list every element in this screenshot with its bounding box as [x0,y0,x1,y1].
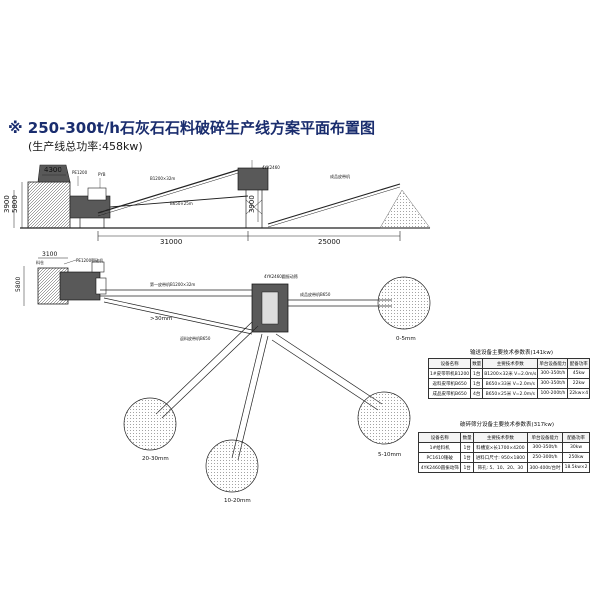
table1-header-row: 设备名称 数量 主要技术参数 单台设备能力 配备功率 [427,358,591,369]
table-cell: 料槽宽×长1700×4200 [472,442,528,453]
table-cell: 1台 [460,452,474,463]
table-cell: 1#给料机 [417,442,462,453]
pile-20-30mm [123,397,177,451]
table1-header: 配备功率 [567,358,591,369]
dim-mid-h: 3900 [248,195,256,213]
table-cell: 30kw [562,442,590,453]
table1-header: 单台设备能力 [537,358,569,369]
table-cell: 成品皮带机B650 [427,388,472,399]
dim-span-a: 31000 [160,238,182,246]
table1-header: 设备名称 [427,358,472,369]
table2-header: 配备功率 [562,432,590,443]
table-row: 成品皮带机B650 4台 B650×25米 V=2.0m/s 100-200t/… [427,388,591,399]
plan-belt-out-d [275,333,383,405]
table-cell: 4YK2460圆振动筛 [417,462,462,473]
table-row: 4YK2460圆振动筛 1台 筛孔: 5、10、20、30 300-400t/台… [417,462,590,473]
plan-label-screen: 4YK2460圆振动筛 [264,273,298,279]
elev-label-belt-b: B650×25m [170,201,193,206]
dim-left-h2: 3900 [3,195,11,213]
table-cell: 250kw [562,452,590,463]
table-row: 1#给料机 1台 料槽宽×长1700×4200 300-350t/h 30kw [417,442,590,453]
table1: 设备名称 数量 主要技术参数 单台设备能力 配备功率 1#皮带带机B1200 1… [427,358,591,399]
table-cell: 1#皮带带机B1200 [427,368,472,379]
plan-label-size-big: >30mm [150,316,172,322]
hopper-icon [37,164,71,183]
table-row: 1#皮带带机B1200 1台 B1200×32米 V=2.0m/s 300-35… [427,368,591,379]
plan-belt-out-b [155,321,253,415]
dim-top-w: 4300 [44,166,62,174]
table2-header: 主要技术参数 [472,432,528,443]
table-cell: 300-350t/h [537,378,569,389]
screen-elev [237,167,269,191]
table-cell: 100-200t/h [537,388,569,399]
table-cell: 进料口尺寸: 950×1800 [472,452,528,463]
table2-header: 单台设备能力 [526,432,564,443]
table-cell: 筛孔: 5、10、20、30 [472,462,528,473]
table-cell: 300-350t/h [537,368,569,379]
plan-label-belt-return: 返料皮带机B650 [180,335,211,341]
table-cell: 返料皮带机B650 [427,378,472,389]
table-cell: 300-400t/台时 [526,462,564,473]
table-cell: B1200×32米 V=2.0m/s [482,368,539,379]
plan-view: 5800 3100 0-5mm 20-30mm 10-20mm 5-10mm 料… [15,251,431,504]
plan-crusher [59,271,101,301]
table-cell: 250-300t/h [526,452,564,463]
plan-label-belt-main: 第一皮带机B1200×32m [150,281,195,287]
plan-label-belt-out: 成品皮带机B650 [300,291,331,297]
pile-label-5-10mm: 5-10mm [378,452,401,458]
elevation-view: 5800 3900 4300 3900 31000 25000 PE1200 P… [3,160,431,246]
feed-pit [27,181,71,229]
table2: 设备名称 数量 主要技术参数 单台设备能力 配备功率 1#给料机 1台 料槽宽×… [417,432,590,473]
table2-header: 数量 [460,432,474,443]
elev-label-cone: PYB [98,172,106,177]
table-cell: 4台 [470,388,484,399]
table2-header: 设备名称 [417,432,462,443]
elev-label-crusher: PE1200 [72,170,88,175]
pile-label-20-30mm: 20-30mm [142,456,169,462]
table-cell: 300-350t/h [526,442,564,453]
table1-title: 输送设备主要技术参数表(141kw) [470,350,553,356]
elev-label-stock: 成品皮带机 [330,173,350,179]
table-cell: B650×25米 V=2.0m/s [482,388,539,399]
table1-header: 主要技术参数 [482,358,539,369]
plan-dim-h: 5800 [15,277,22,292]
pile-label-10-20mm: 10-20mm [224,498,251,504]
table-row: PC1610锤破 1台 进料口尺寸: 950×1800 250-300t/h 2… [417,452,590,463]
table2-header-row: 设备名称 数量 主要技术参数 单台设备能力 配备功率 [417,432,590,443]
dim-left-h1: 5800 [11,195,19,213]
plan-belt-out-c [231,333,263,459]
pile-0-5mm [377,276,431,330]
belt-return-elev [109,195,249,208]
pile-label-0-5mm: 0-5mm [396,336,416,342]
table-cell: 18.5kw×2 [562,462,590,473]
page-subtitle: (生产线总功率:458kw) [28,140,143,153]
table-cell: 1台 [470,368,484,379]
table-row: 返料皮带机B650 1台 B650×33米 V=2.0m/s 300-350t/… [427,378,591,389]
page-title: ※ 250-300t/h石灰石石料破碎生产线方案平面布置图 [8,119,375,137]
table-cell: 22kw×4 [567,388,591,399]
table-cell: B650×33米 V=2.0m/s [482,378,539,389]
dim-span-b: 25000 [318,238,340,246]
plan-belt-return [103,297,253,331]
plan-label-hopper: 料仓 [36,259,44,265]
elev-label-belt-a: B1200×32m [150,176,175,181]
plan-label-crusher: PE1200颚破机 [76,257,103,263]
table-cell: 1台 [460,462,474,473]
belt-product-elev [267,183,401,225]
table-cell: 45kw [567,368,591,379]
stockpile-elev [379,189,431,229]
pile-5-10mm [357,391,411,445]
pile-10-20mm [205,439,259,493]
table-cell: 1台 [460,442,474,453]
table-cell: 22kw [567,378,591,389]
table2-title: 破碎筛分设备主要技术参数表(317kw) [460,422,554,428]
table-cell: 1台 [470,378,484,389]
crusher-motor [87,187,107,201]
elev-label-screen: 4YK2460 [262,165,280,170]
table-cell: PC1610锤破 [417,452,462,463]
table1-header: 数量 [470,358,484,369]
plan-dim-w: 3100 [42,251,57,258]
